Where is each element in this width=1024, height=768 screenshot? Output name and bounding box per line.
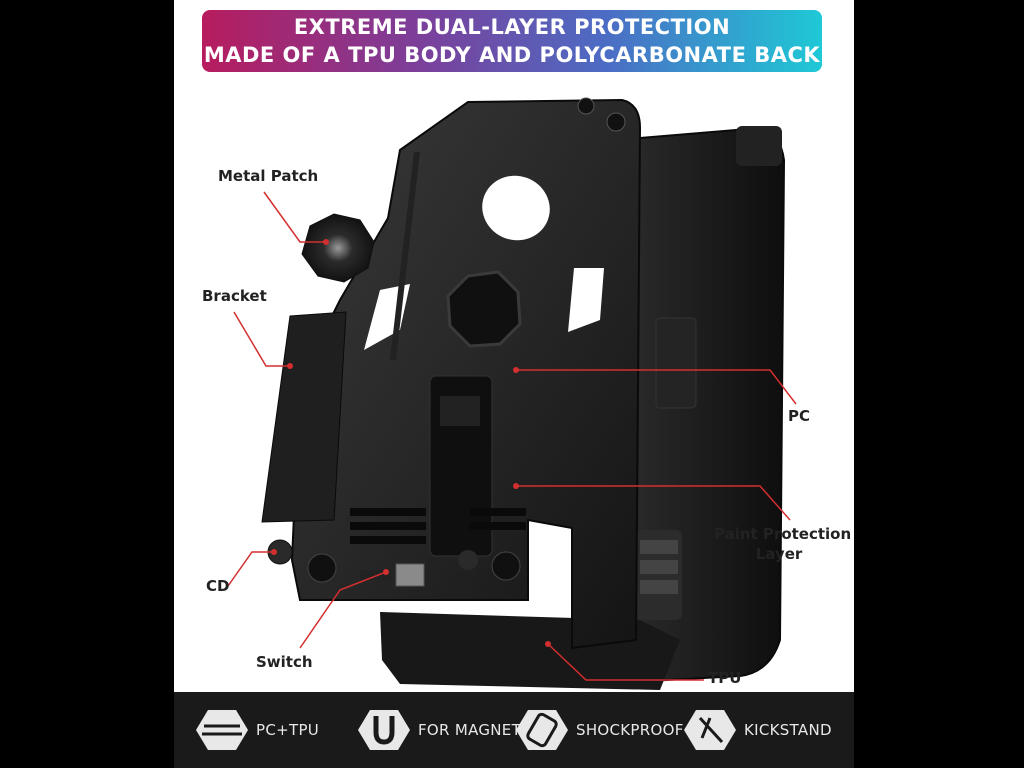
feature-label: KICKSTAND (744, 721, 832, 739)
feature-label: FOR MAGNETIC (418, 721, 537, 739)
label-paint-protection-line1: Paint Protection (714, 525, 852, 543)
bracket-part (261, 311, 347, 523)
feature-kickstand: KICKSTAND (682, 692, 832, 768)
feature-label: SHOCKPROOF (576, 721, 684, 739)
hexagon-layers-icon (196, 710, 248, 750)
tpu-shell (380, 126, 786, 690)
label-paint-protection: Paint Protection Layer (714, 524, 852, 564)
label-pc: PC (788, 407, 811, 425)
headline-banner: EXTREME DUAL-LAYER PROTECTION MADE OF A … (202, 10, 822, 72)
magnet-icon (358, 710, 410, 750)
label-bracket: Bracket (202, 287, 267, 305)
feature-pc-tpu: PC+TPU (194, 692, 319, 768)
callout-lines (227, 191, 797, 681)
label-cd: CD (206, 577, 230, 595)
shockproof-phone-icon (516, 710, 568, 750)
callout-dots (271, 239, 551, 647)
label-metal-patch: Metal Patch (218, 167, 319, 185)
metal-patch-part (301, 213, 375, 283)
label-tpu: TPU (708, 669, 742, 687)
feature-bar: PC+TPU FOR MAGNETIC SHOCKPROOF KICKSTAND (174, 692, 854, 768)
feature-label: PC+TPU (256, 721, 320, 739)
kickstand-icon (684, 710, 736, 750)
headline-line-2: MADE OF A TPU BODY AND POLYCARBONATE BAC… (203, 43, 821, 67)
pc-back-plate (290, 97, 642, 650)
label-paint-protection-line2: Layer (755, 545, 803, 563)
feature-shockproof: SHOCKPROOF (514, 692, 684, 768)
feature-magnetic: FOR MAGNETIC (356, 692, 537, 768)
label-switch: Switch (256, 653, 313, 671)
headline-line-1: EXTREME DUAL-LAYER PROTECTION (293, 15, 731, 39)
